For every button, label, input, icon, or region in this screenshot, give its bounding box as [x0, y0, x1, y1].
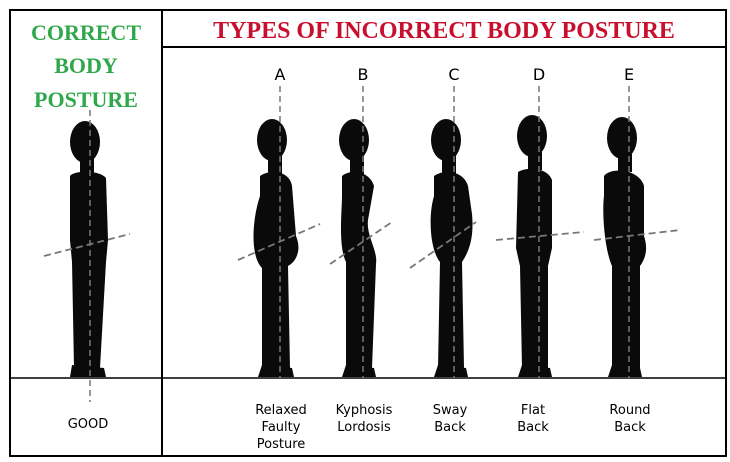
caption-a-line-2: Faulty — [262, 420, 301, 435]
figure-e — [603, 117, 646, 377]
figure-letter-a: A — [275, 65, 286, 84]
caption-b-line-2: Lordosis — [337, 420, 391, 435]
figure-a — [254, 119, 299, 377]
caption-e-line-2: Back — [614, 420, 646, 435]
caption-c-line-2: Back — [434, 420, 466, 435]
figure-letter-d: D — [533, 65, 545, 84]
correct-title-line-2: BODY — [54, 53, 118, 78]
caption-a-line-3: Posture — [257, 437, 306, 452]
figure-good — [70, 121, 108, 377]
caption-good: GOOD — [68, 417, 109, 432]
correct-title-line-3: POSTURE — [34, 87, 138, 112]
figure-letter-c: C — [448, 65, 459, 84]
caption-d-line-2: Back — [517, 420, 549, 435]
figure-d — [516, 115, 552, 377]
caption-d-line-1: Flat — [521, 403, 545, 418]
figure-b — [339, 119, 376, 377]
figure-c — [431, 119, 473, 377]
caption-e-line-1: Round — [609, 403, 650, 418]
caption-b-line-1: Kyphosis — [336, 403, 393, 418]
correct-title-line-1: CORRECT — [31, 20, 141, 45]
caption-c-line-1: Sway — [433, 403, 468, 418]
figure-letter-e: E — [624, 65, 634, 84]
incorrect-title: TYPES OF INCORRECT BODY POSTURE — [213, 18, 675, 44]
caption-a-line-1: Relaxed — [255, 403, 307, 418]
figure-letter-b: B — [358, 65, 369, 84]
